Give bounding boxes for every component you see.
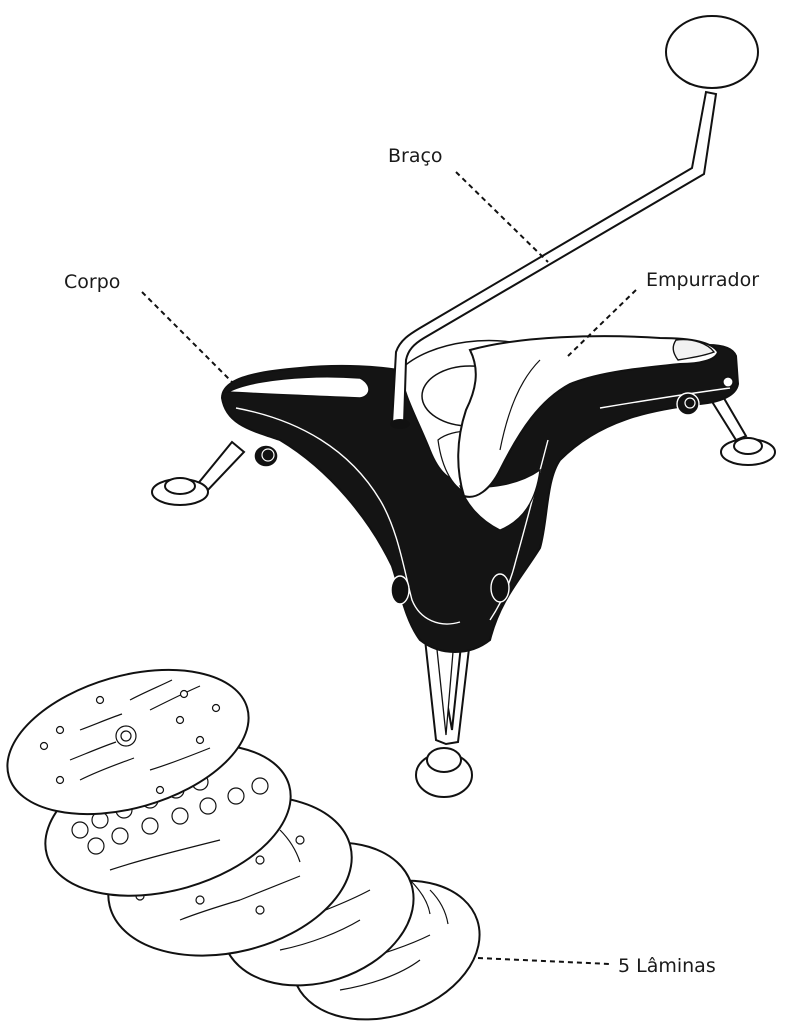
leader-braco	[456, 172, 548, 262]
label-braco: Braço	[388, 145, 443, 167]
left-screw	[254, 445, 278, 467]
front-leg	[416, 630, 472, 797]
arm-knob	[666, 16, 758, 88]
leader-laminas	[478, 958, 610, 964]
front-screw-left	[391, 576, 409, 604]
left-leg	[152, 442, 244, 505]
leader-corpo	[142, 292, 232, 382]
blades	[0, 644, 498, 1030]
label-empurrador: Empurrador	[646, 269, 759, 291]
right-screw	[677, 393, 699, 415]
label-corpo: Corpo	[64, 271, 120, 293]
label-laminas: 5 Lâminas	[618, 955, 716, 977]
front-screw-right	[491, 574, 509, 602]
